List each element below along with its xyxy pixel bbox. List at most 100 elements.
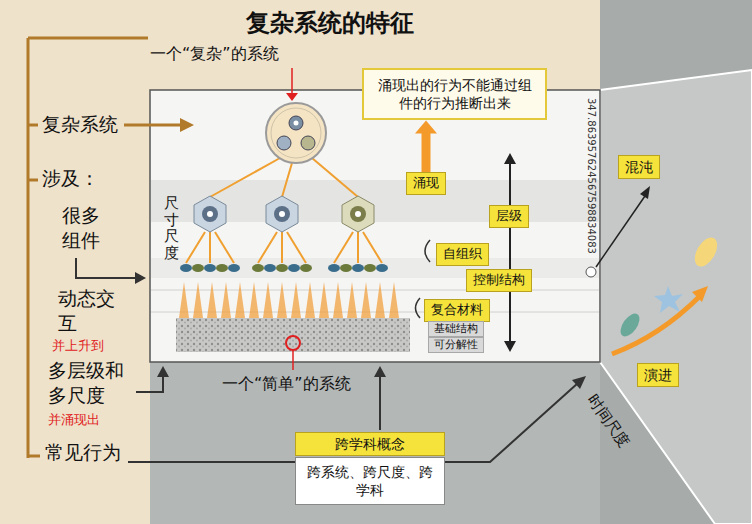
- sub-tag: 基础结构: [428, 321, 484, 337]
- component: [276, 264, 288, 272]
- sidebar-note: 并上升到: [52, 338, 104, 355]
- fan-line: [215, 232, 234, 263]
- system-arrow-head: [180, 118, 194, 132]
- system-arrow: [124, 124, 182, 127]
- fan-line: [281, 232, 283, 263]
- component: [340, 264, 352, 272]
- sub-tag: 可分解性: [428, 337, 484, 353]
- component: [264, 264, 276, 272]
- arrow-head: [415, 120, 437, 133]
- concept-tag: 复合材料: [424, 299, 490, 322]
- node-text: 层级: [496, 208, 522, 225]
- components-arrow: [76, 258, 136, 278]
- fan-line: [209, 232, 211, 263]
- node-text: 跨学科概念: [302, 435, 438, 453]
- levels-arrow-head: [157, 366, 169, 377]
- sidebar-bracket: [28, 38, 182, 458]
- fan-lines: [186, 158, 382, 263]
- bracket-tick: [28, 455, 40, 458]
- note-box: 涌现出的行为不能通过组件的行为推断出来: [362, 68, 547, 120]
- concept-tag: 层级: [489, 205, 529, 228]
- fan-line: [258, 232, 277, 263]
- component: [204, 264, 216, 272]
- sidebar-text: 动态交互: [58, 286, 120, 335]
- component: [376, 264, 388, 272]
- fan-line: [334, 232, 353, 263]
- fan-line: [287, 232, 306, 263]
- sidebar-text: 常见行为: [45, 440, 121, 465]
- fan-line: [282, 163, 292, 197]
- emergence-arrow: [415, 120, 437, 172]
- component: [180, 264, 192, 272]
- fan-line: [312, 158, 358, 197]
- system-circle: [266, 103, 326, 163]
- node-text: 演进: [644, 366, 672, 384]
- fan-line: [363, 232, 382, 263]
- node-text: 控制结构: [473, 272, 525, 289]
- hierarchy-axis: [509, 163, 511, 342]
- node-text: 基础结构: [434, 322, 478, 336]
- bracket-line: [27, 38, 30, 458]
- band-line: [151, 312, 599, 313]
- cycle-mark: [425, 240, 430, 262]
- module-icon: [266, 196, 298, 232]
- component: [328, 264, 340, 272]
- system-part: [277, 136, 291, 150]
- scale-number: 347.863957624567598834083: [586, 98, 597, 254]
- concept-arrow: [379, 376, 381, 430]
- main-panel: [150, 90, 600, 362]
- concept-arrow-head: [374, 366, 386, 377]
- evolving-shape: [654, 286, 683, 313]
- node-text: 涌现: [413, 175, 439, 192]
- evolution-arrow: [612, 296, 700, 354]
- axis-label: 尺寸尺度: [164, 195, 179, 261]
- concept-tag: 混沌: [618, 155, 660, 179]
- module-hexagon: [194, 196, 226, 232]
- behavior-arrow: [128, 383, 578, 462]
- module-core: [202, 206, 218, 222]
- sidebar-text: 多层级和多尺度: [48, 358, 128, 407]
- module-hexagon: [342, 196, 374, 232]
- material-cones: [179, 282, 399, 318]
- concept-tag: 涌现: [406, 172, 446, 195]
- concept-tag: 跨学科概念: [295, 432, 445, 456]
- title: 复杂系统的特征: [200, 8, 460, 39]
- chaos-arrow: [596, 196, 645, 267]
- callout: 一个“简单”的系统: [222, 374, 351, 395]
- component-group: [328, 264, 388, 272]
- callout: 一个“复杂”的系统: [150, 44, 279, 65]
- module-core: [274, 206, 290, 222]
- complex-leader-head: [286, 93, 298, 101]
- bracket-tick: [28, 179, 38, 182]
- sidebar-text: 很多组件: [62, 203, 104, 252]
- concept-tag: 控制结构: [466, 269, 532, 292]
- module-icon: [194, 196, 226, 232]
- bracket-line: [28, 37, 148, 40]
- components-arrow-head: [135, 272, 146, 284]
- evolving-shape: [617, 310, 643, 339]
- component: [192, 264, 204, 272]
- arrow-shaft: [422, 132, 431, 172]
- node-text: 混沌: [625, 158, 653, 176]
- node-text: 自组织: [443, 246, 482, 263]
- complex-system-icon: [266, 103, 326, 163]
- complex-leader: [291, 68, 293, 94]
- component: [228, 264, 240, 272]
- fan-line: [210, 158, 280, 197]
- time-face: [600, 70, 752, 524]
- evolution-arrow-head: [692, 286, 708, 302]
- axis-label: 时间尺度: [584, 392, 632, 451]
- chaos-arrow-head: [640, 186, 650, 199]
- sidebar-heading: 复杂系统: [42, 112, 118, 137]
- component: [364, 264, 376, 272]
- scale-end: [586, 267, 596, 277]
- module-dot: [279, 211, 285, 217]
- node-text: 可分解性: [434, 338, 478, 352]
- sidebar-text: 涉及：: [42, 166, 99, 191]
- node-text: 复合材料: [431, 302, 483, 319]
- node-text: 跨系统、跨尺度、跨学科: [306, 463, 434, 499]
- base-ground: [176, 318, 410, 352]
- sidebar-note: 并涌现出: [48, 412, 100, 429]
